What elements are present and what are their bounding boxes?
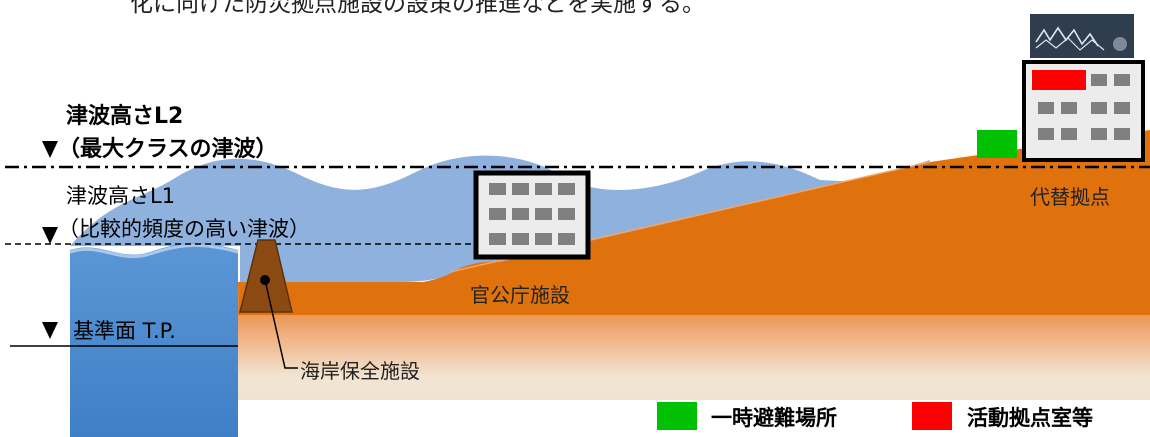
datum-triangle-icon (42, 322, 58, 339)
coastal-facility-label: 海岸保全施設 (300, 359, 420, 383)
inundation-mark-icon (1030, 14, 1134, 58)
legend-evacuation-label: 一時避難場所 (711, 406, 837, 430)
sea (70, 243, 238, 437)
l2-triangle-icon (42, 141, 58, 158)
government-facility-label: 官公庁施設 (470, 283, 570, 307)
legend-activity-label: 活動拠点室等 (967, 406, 1093, 430)
evacuation-site (977, 130, 1017, 158)
legend-swatch-activity (912, 402, 952, 430)
tsunami-l2-subtitle: （最大クラスの津波） (58, 137, 278, 162)
tsunami-l1-title: 津波高さL1 (66, 184, 176, 208)
legend-swatch-evacuation (657, 402, 697, 430)
alternate-base-label: 代替拠点 (1030, 185, 1110, 209)
header-text: 化に向けた防災拠点施設の設策の推進などを実施する。 (130, 0, 705, 17)
l1-triangle-icon (42, 227, 58, 244)
tsunami-l1-subtitle: （比較的頻度の高い津波） (58, 217, 310, 241)
seawall-leader (264, 279, 298, 369)
datum-label: 基準面 T.P. (73, 319, 176, 343)
tsunami-l2-title: 津波高さL2 (66, 104, 184, 129)
activity-room (1032, 70, 1086, 90)
